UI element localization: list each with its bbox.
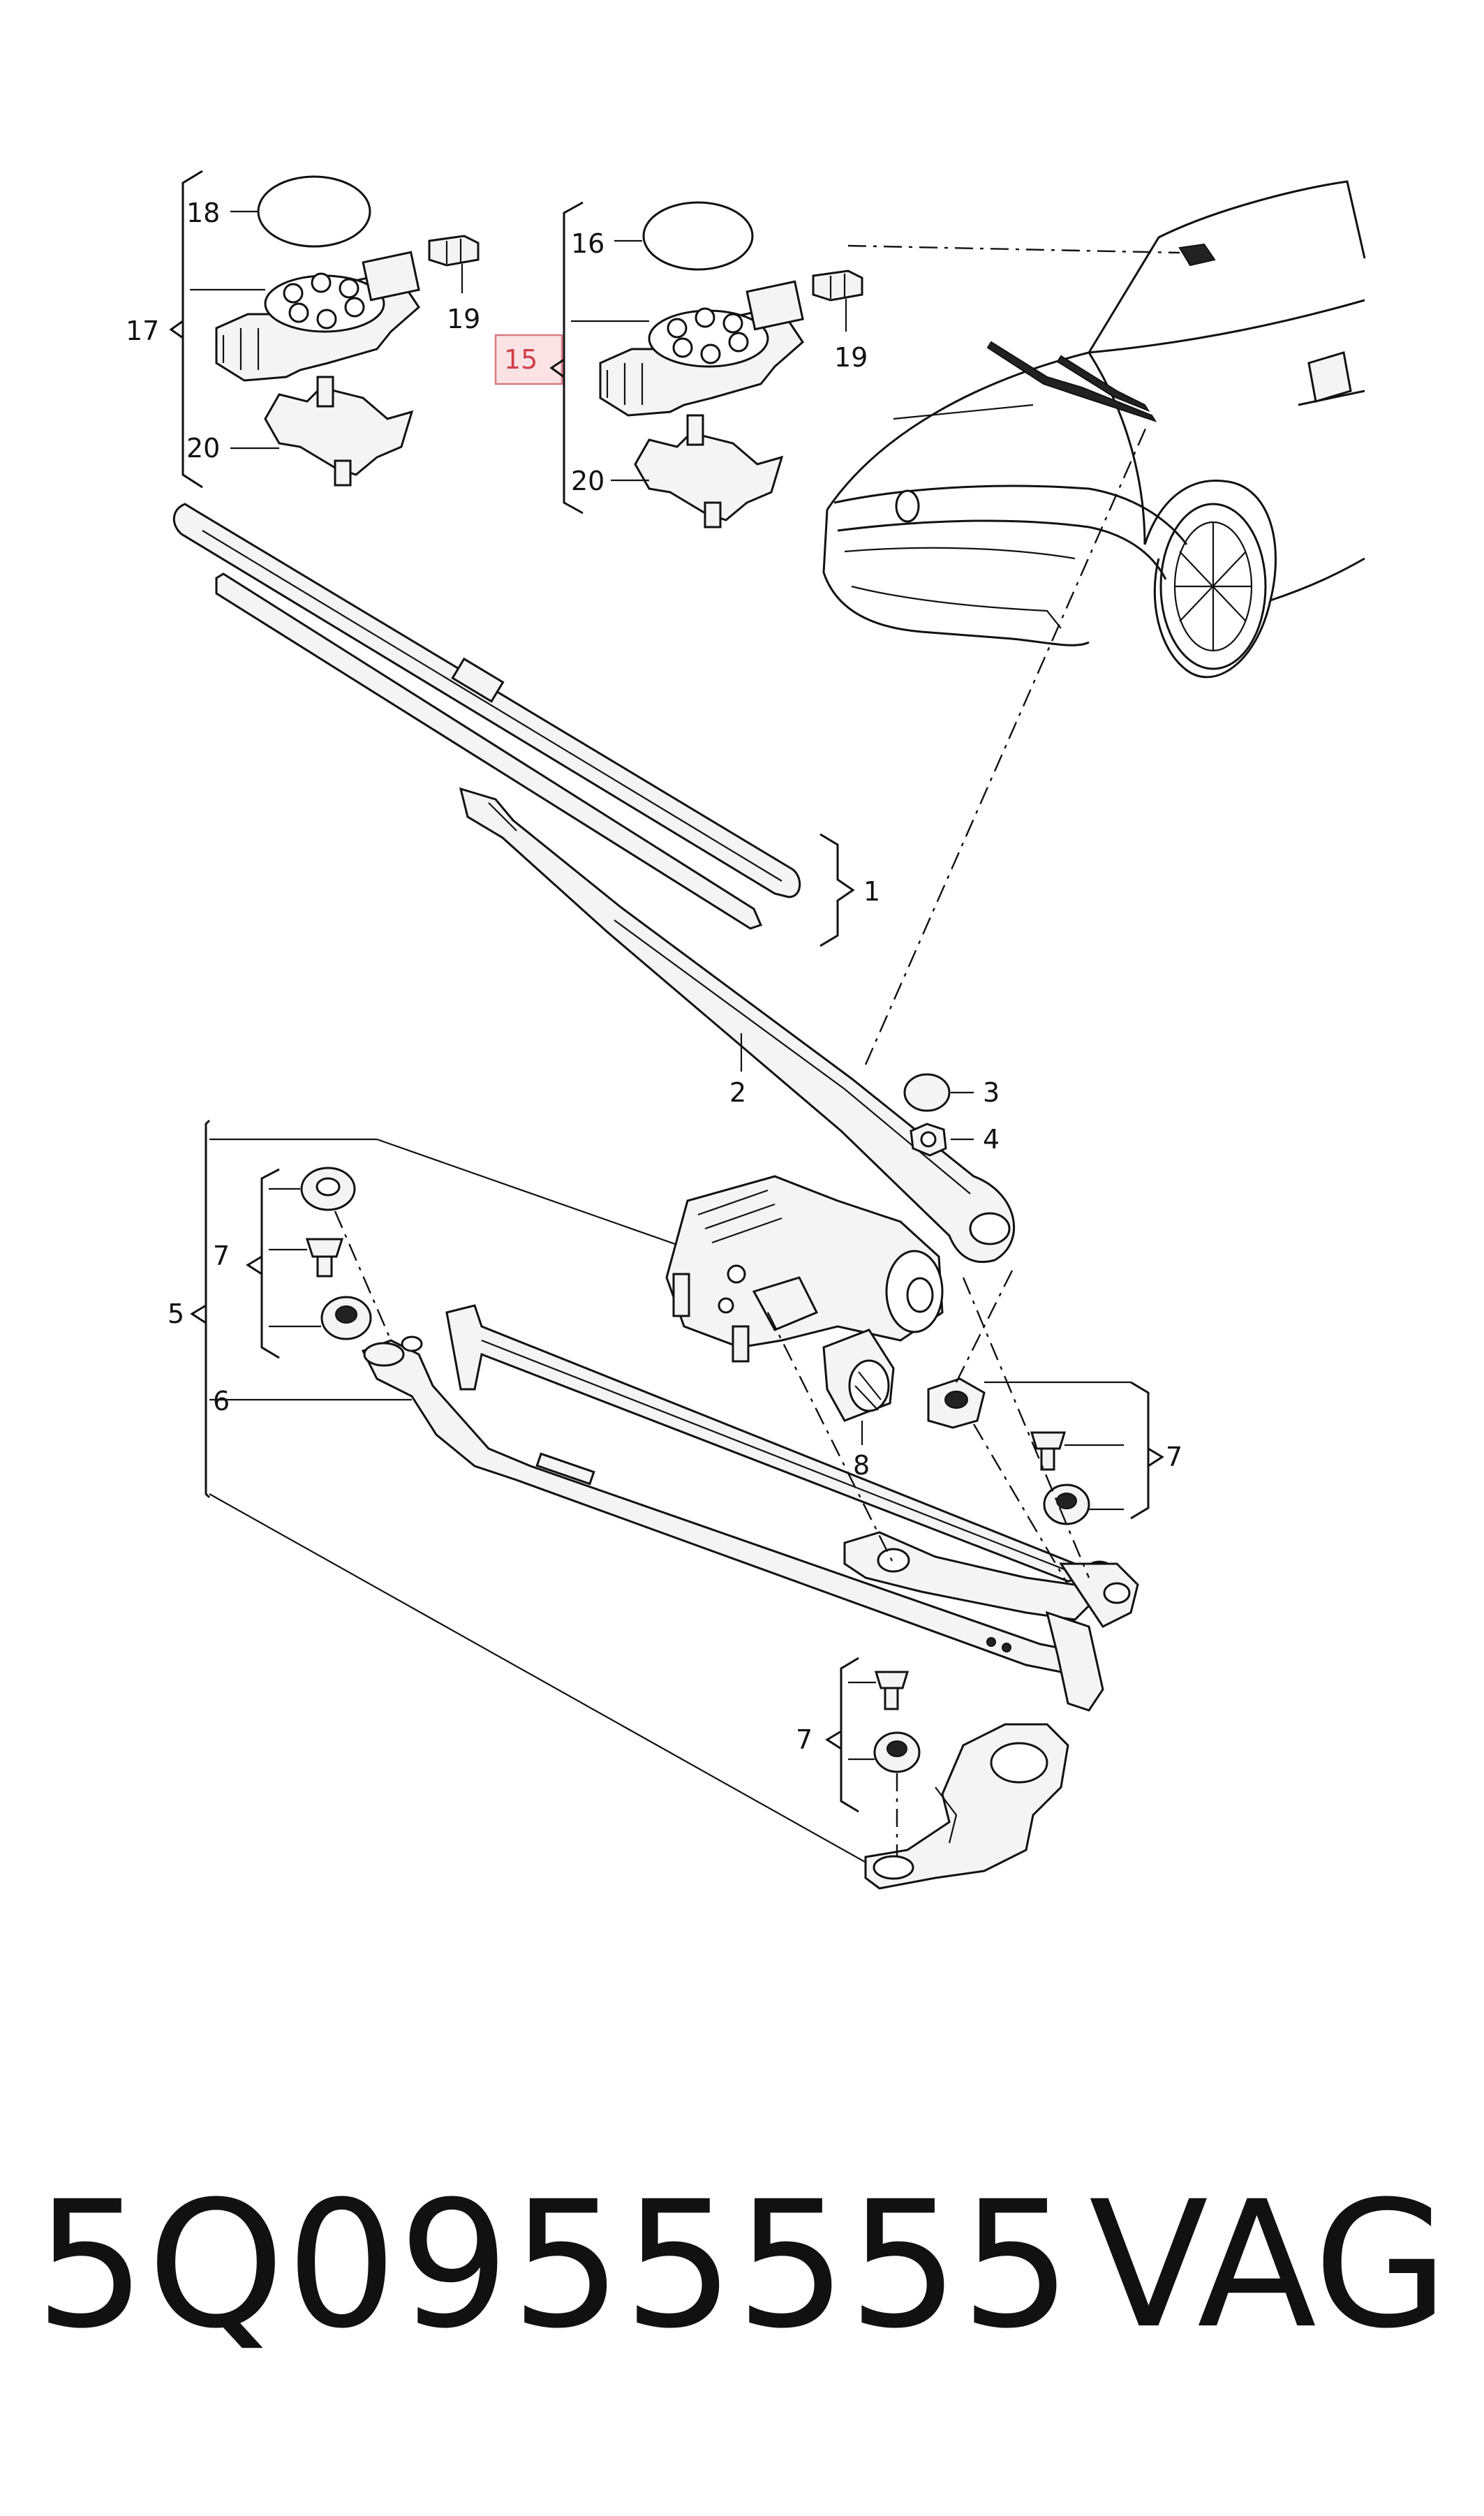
callout-16: 16 (571, 228, 604, 259)
cap-3: 3 (903, 1073, 1000, 1112)
callout-7a: 7 (213, 1241, 230, 1271)
callout-6: 6 (213, 1386, 230, 1416)
wiper-blade-assembly-1: 1 (172, 503, 880, 947)
bracket-20b (611, 414, 784, 528)
sensor-group-17: 18 17 19 20 (126, 170, 480, 489)
rain-sensor-17 (190, 251, 420, 382)
leader-motor-crank (766, 1312, 895, 1564)
grommet-set-7c: 7 (796, 1657, 921, 1813)
leader-grommet-7b (972, 1423, 1069, 1585)
callout-4: 4 (983, 1124, 1000, 1155)
grommet-set-7a: 7 (213, 1167, 372, 1359)
leader-nut-to-grommet (955, 1270, 1014, 1383)
wiper-motor (665, 1175, 944, 1363)
callout-5: 5 (168, 1298, 184, 1329)
rain-sensor-15 (571, 280, 804, 417)
nut-4: 4 (910, 1123, 1000, 1157)
part-number: 5Q0955555 (35, 2163, 1074, 2367)
bracket-group-5: 5 (168, 1119, 894, 1879)
callout-3: 3 (983, 1077, 1000, 1108)
callout-20b: 20 (571, 466, 604, 496)
vehicle-front-illustration (822, 180, 1366, 679)
connector-19b (812, 269, 863, 332)
gasket-16 (642, 201, 754, 271)
leader-arm-to-car (864, 422, 1150, 1065)
wiper-linkage-6: 6 (209, 1304, 1139, 1712)
callout-1: 1 (863, 876, 880, 907)
highlight-box-15 (494, 334, 563, 385)
brand-label: VAG (1089, 2163, 1449, 2367)
leader-grommet-7a (334, 1211, 392, 1341)
callout-17: 17 (126, 316, 159, 346)
connector-19a (428, 235, 480, 293)
callout-18: 18 (186, 198, 220, 228)
callout-2: 2 (729, 1077, 746, 1108)
callout-7b: 7 (1166, 1442, 1182, 1472)
grommet-set-7b: 7 (927, 1377, 1182, 1525)
leader-sensor-to-windshield (847, 244, 1180, 254)
connector-8: 8 (822, 1329, 895, 1481)
mounting-bracket (864, 1723, 1069, 1890)
wiper-arm-2: 2 (459, 787, 1016, 1264)
sensor-group-15: 16 15 19 20 (494, 201, 868, 528)
gasket-18 (257, 175, 371, 248)
callout-20a: 20 (186, 433, 220, 464)
callout-15: 15 (504, 344, 537, 375)
exploded-parts-diagram: 18 17 19 20 16 (126, 170, 1366, 1890)
callout-7c: 7 (796, 1724, 813, 1755)
callout-19b: 19 (834, 342, 868, 373)
bracket-20a (230, 376, 414, 487)
callout-19a: 19 (447, 304, 480, 334)
